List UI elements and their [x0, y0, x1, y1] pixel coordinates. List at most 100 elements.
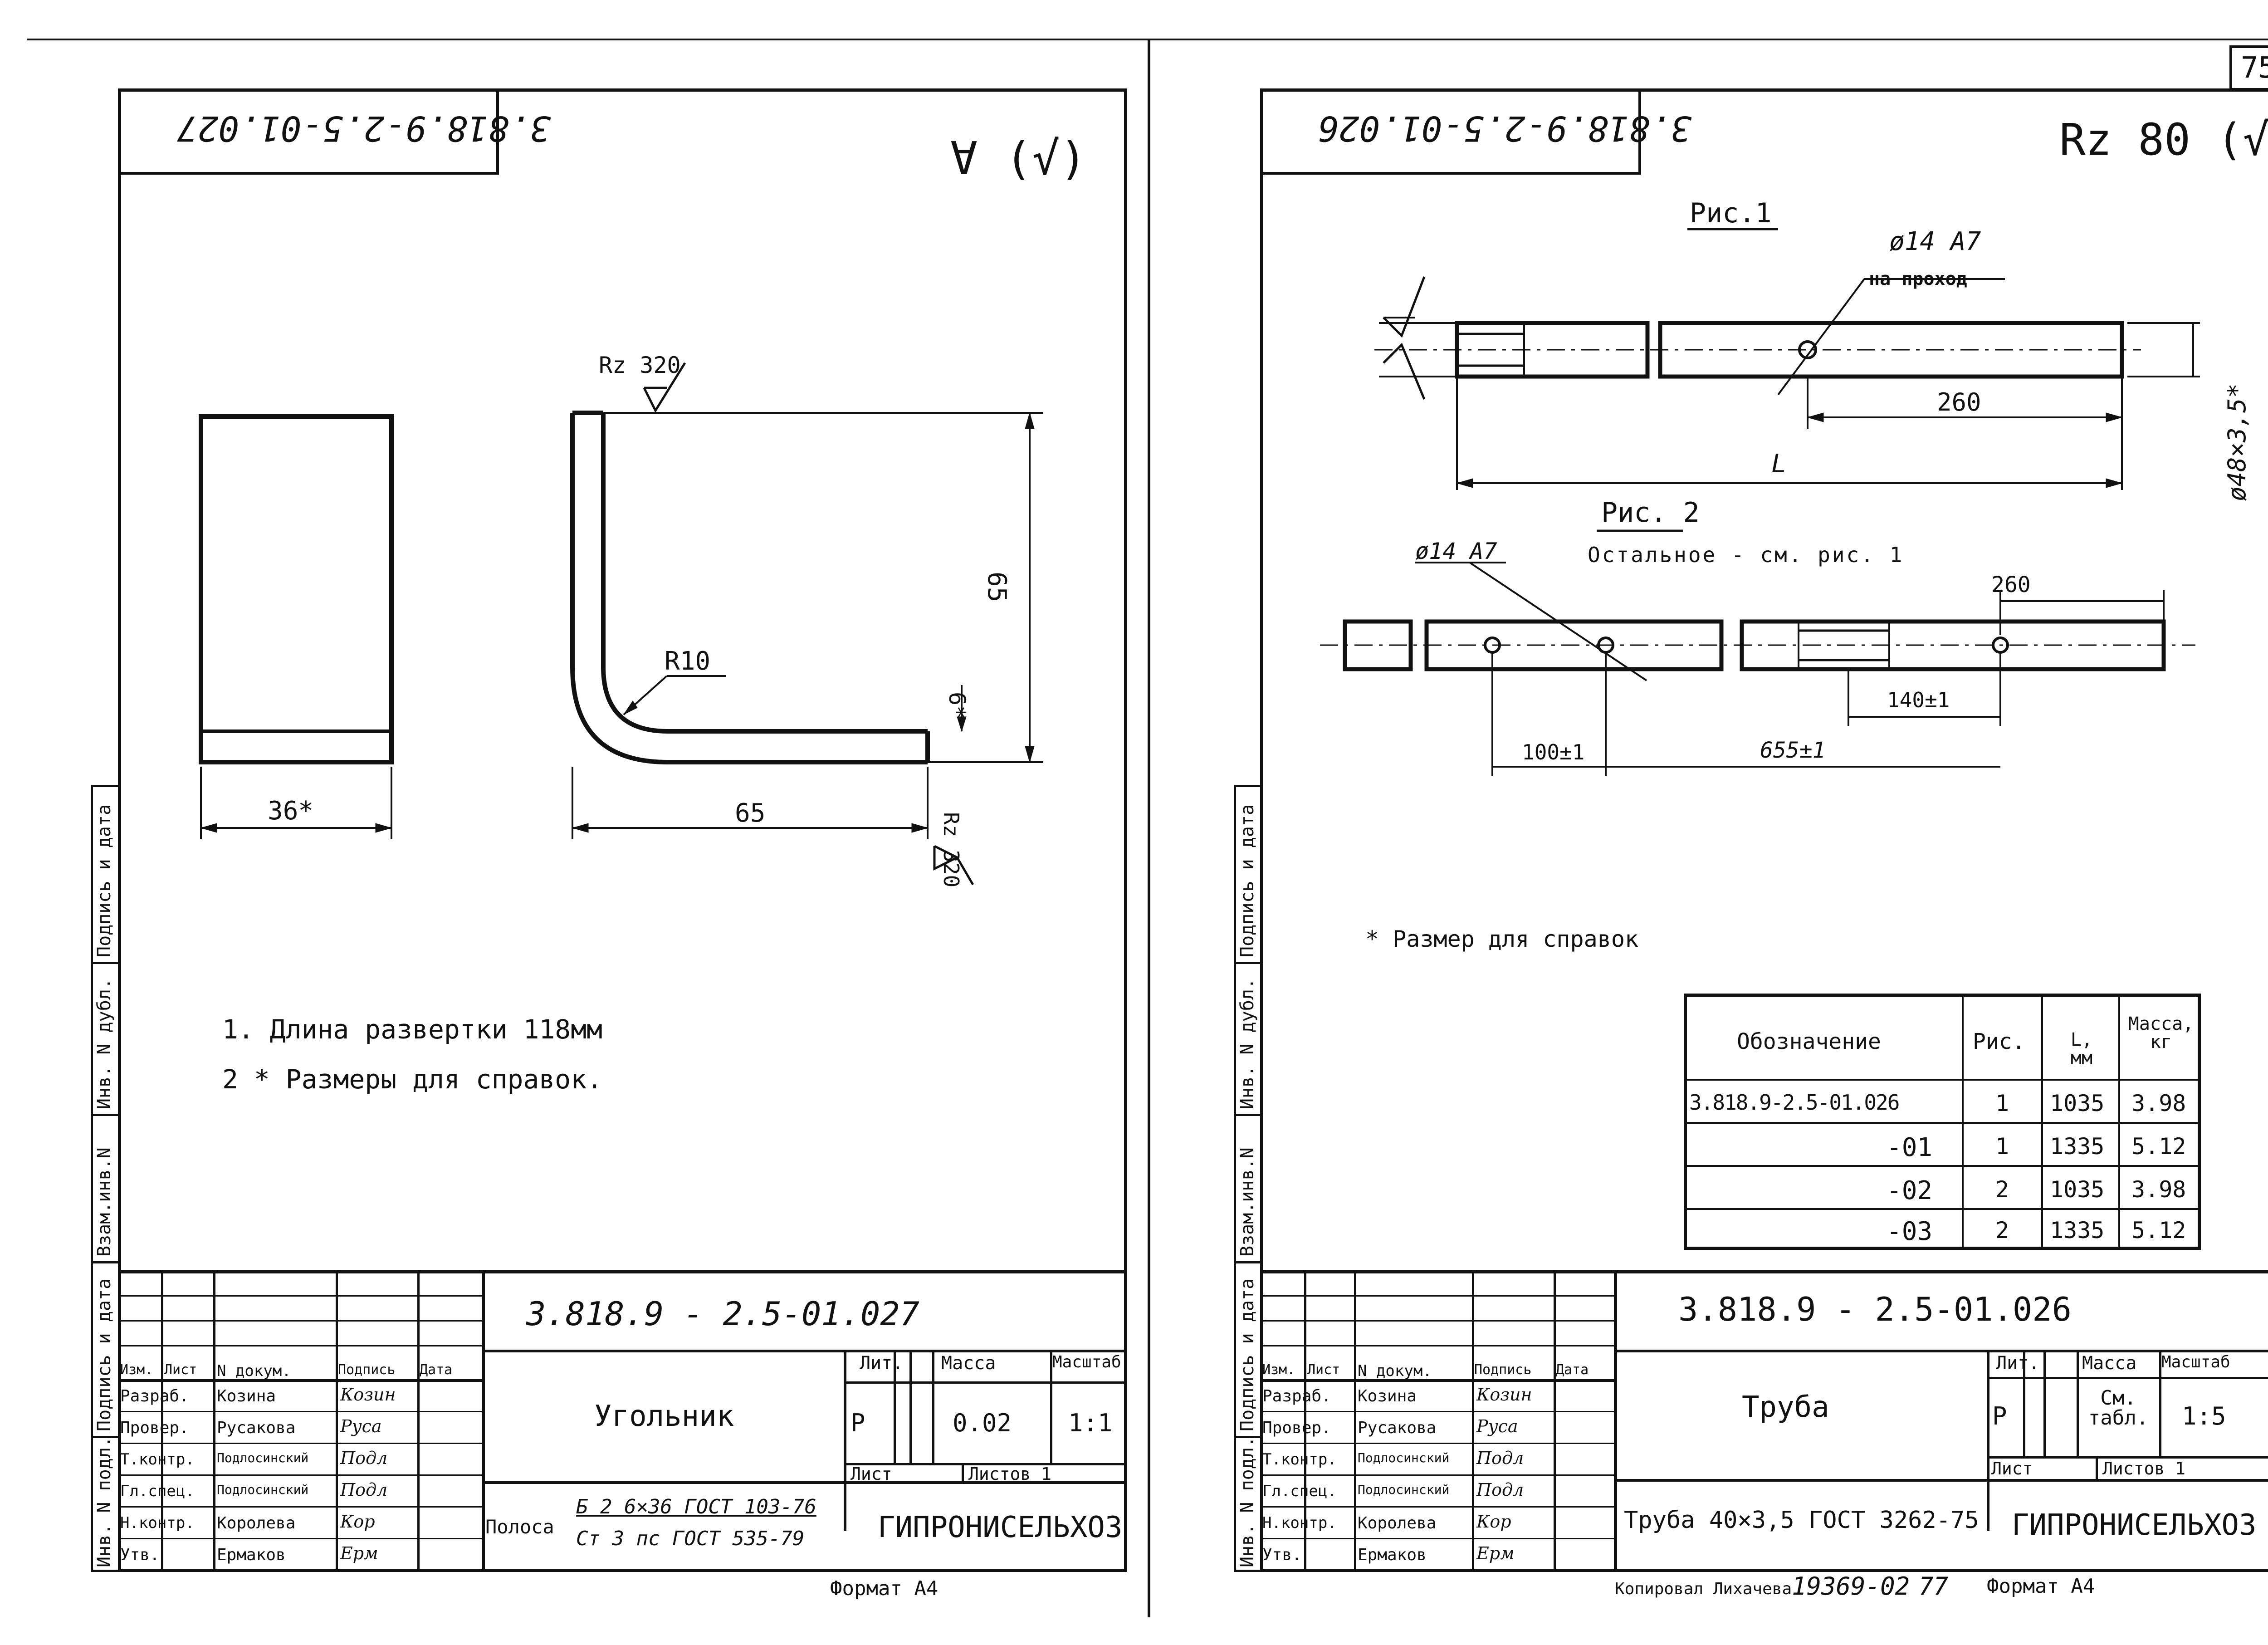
- right-sheets-label: Листов 1: [2102, 1459, 2186, 1479]
- left-dim-radius: R10: [665, 646, 711, 676]
- signature: Подл: [340, 1480, 388, 1500]
- left-material-line1: Б 2 6×36 ГОСТ 103-76: [576, 1495, 816, 1518]
- fig2-dim-140: 140±1: [1887, 688, 1950, 712]
- table-hdr-mass: Масса, кг: [2128, 1013, 2194, 1053]
- fig2-dim-260: 260: [1991, 572, 2031, 597]
- table-row: 5.12: [2131, 1217, 2186, 1244]
- right-lit-header: Лит.: [1996, 1353, 2040, 1374]
- role-nkontr-name: Королева: [1358, 1514, 1437, 1532]
- left-part-name: Угольник: [594, 1400, 734, 1433]
- right-stamp-box: [1260, 88, 1641, 175]
- right-sheet-label: Лист: [1991, 1459, 2033, 1479]
- hdr-list: Лист: [164, 1362, 197, 1378]
- role-tkontr-name: Подлосинский: [1358, 1450, 1450, 1465]
- side-label-inv-podl: Инв. N подл.: [1237, 1436, 1258, 1567]
- right-mass-value: См. табл.: [2088, 1386, 2149, 1430]
- right-part-name: Труба: [1742, 1390, 1829, 1424]
- left-sheets-label: Листов 1: [968, 1464, 1052, 1484]
- role-utv: Утв.: [1262, 1546, 1302, 1564]
- left-dim-width: 36*: [268, 796, 314, 826]
- right-format: Формат А4: [1987, 1575, 2095, 1598]
- fig2-title: Рис. 2: [1601, 497, 1700, 529]
- side-label-sign-1: Подпись и дата: [1237, 1278, 1258, 1431]
- left-mass-header: Масса: [941, 1353, 996, 1374]
- role-utv-name: Ермаков: [1358, 1546, 1427, 1564]
- signature: Подл: [340, 1448, 388, 1468]
- role-utv-name: Ермаков: [217, 1546, 286, 1564]
- table-row: 1335: [2050, 1133, 2105, 1160]
- role-prover-name: Русакова: [1358, 1419, 1437, 1437]
- role-glspec: Гл.спец.: [1262, 1482, 1337, 1500]
- signature: Козин: [340, 1385, 396, 1405]
- left-lit-value: Р: [850, 1409, 865, 1437]
- variants-table: Обозначение Рис. L, мм Масса, кг 3.818.9…: [1684, 994, 2201, 1250]
- fig2-dim-655: 655±1: [1760, 738, 1826, 763]
- role-razrab-name: Козина: [217, 1387, 276, 1405]
- table-row: 3.818.9-2.5-01.026: [1689, 1090, 1900, 1115]
- hdr-podpis: Подпись: [1474, 1362, 1532, 1378]
- table-hdr-fig: Рис.: [1973, 1029, 2025, 1054]
- role-glspec: Гл.спец.: [120, 1482, 195, 1500]
- hdr-data: Дата: [1556, 1362, 1589, 1378]
- reference-note: * Размер для справок: [1365, 926, 1639, 952]
- role-tkontr-name: Подлосинский: [217, 1450, 309, 1465]
- table-row: 3.98: [2131, 1176, 2186, 1203]
- right-scale-value: 1:5: [2182, 1402, 2226, 1430]
- role-utv: Утв.: [120, 1546, 160, 1564]
- table-row: -02: [1887, 1176, 1933, 1205]
- left-note-2: 2 * Размеры для справок.: [222, 1064, 603, 1095]
- right-material: Труба 40×3,5 ГОСТ 3262-75: [1624, 1507, 1979, 1534]
- center-cut-line: [1148, 39, 1150, 1617]
- signature: Кор: [340, 1512, 375, 1532]
- signature: Кор: [1476, 1512, 1511, 1532]
- table-row: 5.12: [2131, 1133, 2186, 1160]
- hdr-ndok: N докум.: [1358, 1362, 1432, 1380]
- role-prover: Провер.: [120, 1419, 189, 1437]
- left-scale-header: Масштаб: [1052, 1353, 1121, 1371]
- signature: Руса: [340, 1416, 382, 1436]
- role-nkontr-name: Королева: [217, 1514, 296, 1532]
- fig1-dim-L: L: [1771, 449, 1787, 479]
- left-scale-value: 1:1: [1068, 1409, 1113, 1437]
- signature: Подл: [1476, 1480, 1524, 1500]
- right-roughness-symbol: Rz 80 (√): [2059, 114, 2268, 165]
- table-hdr-L: L, мм: [2070, 1029, 2093, 1068]
- left-designation: 3.818.9 - 2.5-01.027: [526, 1295, 919, 1333]
- hdr-data: Дата: [420, 1362, 453, 1378]
- right-order-number: 19369-02: [1792, 1572, 1910, 1601]
- role-razrab: Разраб.: [120, 1387, 189, 1405]
- signature: Подл: [1476, 1448, 1524, 1468]
- left-roughness-symbol: ∀ (√): [950, 132, 1087, 185]
- role-razrab-name: Козина: [1358, 1387, 1417, 1405]
- right-organization: ГИПРОНИСЕЛЬХОЗ: [2012, 1508, 2257, 1542]
- left-material-line2: Ст 3 пс ГОСТ 535-79: [576, 1527, 805, 1550]
- left-stamp-box: [118, 88, 499, 175]
- hdr-izm: Изм.: [1262, 1362, 1295, 1378]
- fig1-hole-note: на проход: [1869, 269, 1967, 289]
- hdr-ndok: N докум.: [217, 1362, 291, 1380]
- left-angle-drawing: [199, 362, 1043, 886]
- table-row: 1035: [2050, 1090, 2105, 1116]
- left-format: Формат А4: [830, 1577, 938, 1600]
- fig2-note: Остальное - см. рис. 1: [1588, 543, 1904, 567]
- table-hdr-designation: Обозначение: [1737, 1029, 1881, 1054]
- role-nkontr: Н.контр.: [120, 1514, 195, 1532]
- right-scale-header: Масштаб: [2161, 1353, 2230, 1371]
- left-note-1: 1. Длина развертки 118мм: [222, 1014, 603, 1045]
- table-row: 1: [1995, 1133, 2009, 1160]
- role-nkontr: Н.контр.: [1262, 1514, 1337, 1532]
- page-number: 75: [2241, 51, 2268, 85]
- right-lit-value: Р: [1992, 1402, 2007, 1430]
- table-row: 1035: [2050, 1176, 2105, 1203]
- role-glspec-name: Подлосинский: [1358, 1482, 1450, 1497]
- left-organization: ГИПРОНИСЕЛЬХОЗ: [878, 1511, 1123, 1544]
- right-mass-header: Масса: [2082, 1353, 2137, 1374]
- signature: Козин: [1476, 1385, 1532, 1405]
- fig2-hole: ø14 A7: [1415, 538, 1497, 564]
- right-designation: 3.818.9 - 2.5-01.026: [1678, 1290, 2072, 1328]
- table-row: -01: [1887, 1133, 1933, 1162]
- role-tkontr: Т.контр.: [120, 1450, 195, 1469]
- table-row: 1335: [2050, 1217, 2105, 1244]
